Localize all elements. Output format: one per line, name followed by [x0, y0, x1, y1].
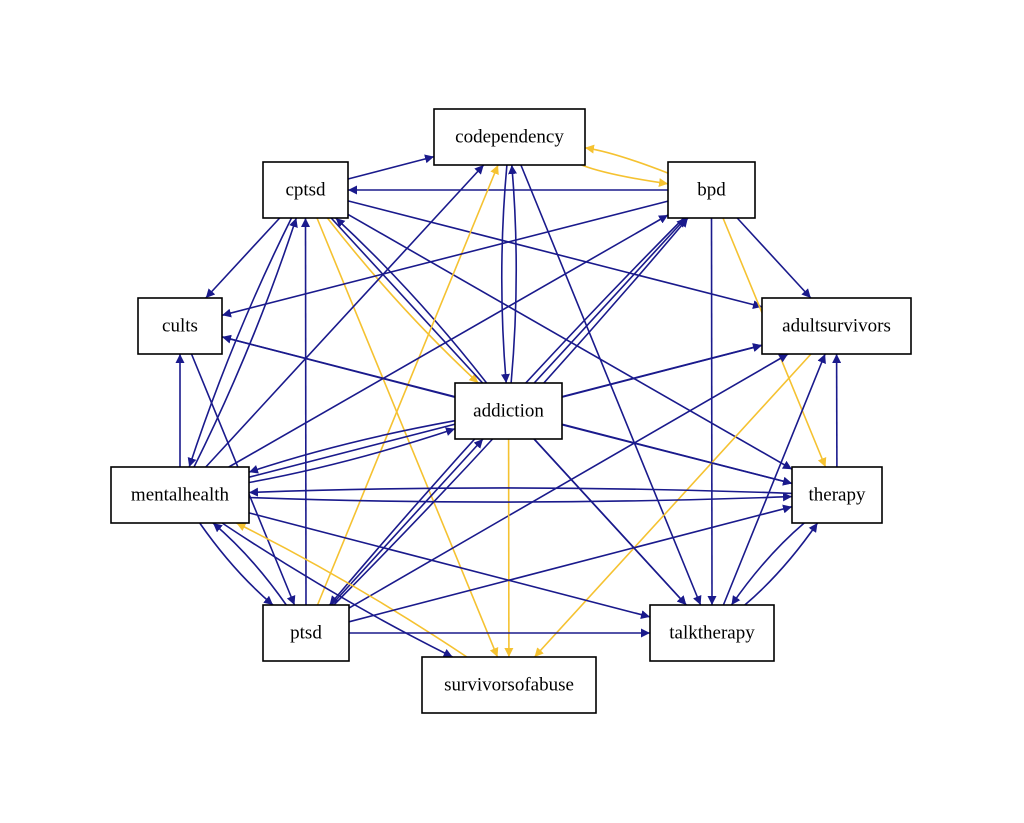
edge-ptsd-to-cptsd [301, 217, 311, 606]
node-label-cptsd: cptsd [285, 180, 326, 201]
edge-cptsd-to-addiction [326, 217, 479, 384]
edge-therapy-to-mentalhealth [248, 487, 793, 497]
node-label-mentalhealth: mentalhealth [131, 485, 230, 506]
node-box-ptsd [262, 604, 350, 662]
edge-adultsurvivors-to-survivorsofabuse [533, 353, 812, 658]
node-survivorsofabuse: survivorsofabuse [421, 656, 597, 714]
edge-addiction-to-mentalhealth [248, 419, 456, 474]
edge-cptsd-to-codependency [347, 154, 435, 180]
edge-addiction-to-talktherapy [533, 438, 687, 606]
node-label-ptsd: ptsd [290, 623, 322, 644]
node-adultsurvivors: adultsurvivors [761, 297, 912, 355]
edge-addiction-to-codependency [508, 164, 518, 384]
node-box-survivorsofabuse [421, 656, 597, 714]
node-mentalhealth: mentalhealth [110, 466, 250, 524]
edge-therapy-to-talktherapy [730, 522, 805, 606]
node-box-therapy [791, 466, 883, 524]
node-box-cptsd [262, 161, 349, 219]
node-ptsd: ptsd [262, 604, 350, 662]
edge-ptsd-to-mentalhealth [212, 522, 287, 606]
edge-codependency-to-addiction [500, 164, 510, 384]
edge-addiction-to-therapy [561, 423, 793, 486]
edge-mentalhealth-to-bpd [228, 214, 669, 468]
edge-codependency-to-bpd [581, 164, 669, 187]
node-layer: codependency bpd cptsd cults adultsurvivors a… [110, 108, 912, 714]
edge-mentalhealth-to-ptsd [199, 522, 274, 606]
edge-cptsd-to-cults [205, 217, 281, 299]
edge-cptsd-to-therapy [347, 213, 793, 470]
edge-ptsd-to-therapy [348, 504, 793, 623]
node-therapy: therapy [791, 466, 883, 524]
edge-talktherapy-to-adultsurvivors [722, 353, 826, 606]
node-box-addiction [454, 382, 563, 440]
edge-mentalhealth-to-therapy [248, 492, 793, 503]
edge-cptsd-to-survivorsofabuse [316, 217, 499, 658]
node-label-cults: cults [162, 316, 198, 337]
edge-talktherapy-to-therapy [744, 522, 819, 606]
edge-ptsd-to-adultsurvivors [348, 353, 789, 609]
edge-addiction-to-cptsd [335, 217, 488, 384]
node-label-survivorsofabuse: survivorsofabuse [444, 675, 574, 696]
node-label-addiction: addiction [473, 401, 544, 422]
node-label-codependency: codependency [455, 127, 564, 148]
node-box-adultsurvivors [761, 297, 912, 355]
node-box-bpd [667, 161, 756, 219]
edge-mentalhealth-to-survivorsofabuse [221, 522, 453, 658]
edge-mentalhealth-to-codependency [205, 164, 485, 468]
node-box-codependency [433, 108, 586, 166]
node-box-cults [137, 297, 223, 355]
edge-cptsd-to-adultsurvivors [347, 200, 763, 310]
node-label-adultsurvivors: adultsurvivors [782, 316, 891, 337]
node-label-therapy: therapy [809, 485, 866, 506]
node-label-talktherapy: talktherapy [669, 623, 755, 644]
edge-addiction-to-bpd [533, 217, 687, 384]
node-addiction: addiction [454, 382, 563, 440]
edge-mentalhealth-to-addiction [248, 427, 456, 484]
node-bpd: bpd [667, 161, 756, 219]
node-talktherapy: talktherapy [649, 604, 775, 662]
edge-bpd-to-codependency [584, 144, 669, 174]
edge-bpd-to-adultsurvivors [736, 217, 812, 299]
edge-bpd-to-cults [221, 200, 669, 318]
node-box-mentalhealth [110, 466, 250, 524]
edge-bpd-to-talktherapy [707, 217, 717, 606]
edge-mentalhealth-to-talktherapy [248, 512, 651, 619]
node-cults: cults [137, 297, 223, 355]
node-cptsd: cptsd [262, 161, 349, 219]
node-codependency: codependency [433, 108, 586, 166]
edge-ptsd-to-addiction [330, 438, 484, 606]
node-label-bpd: bpd [697, 180, 726, 201]
node-box-talktherapy [649, 604, 775, 662]
edge-survivorsofabuse-to-mentalhealth [236, 522, 468, 658]
